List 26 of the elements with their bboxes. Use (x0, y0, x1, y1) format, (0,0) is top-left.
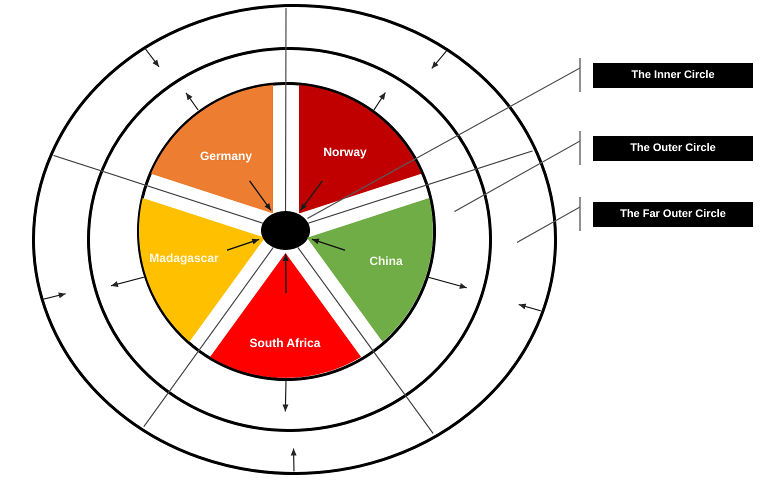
country-name: Germany (200, 150, 252, 162)
arrow (144, 48, 160, 68)
circle-label: The Inner Circle (593, 63, 753, 88)
arrow (282, 254, 289, 293)
arrow (312, 238, 346, 251)
arrow (428, 276, 467, 289)
arrow (373, 92, 386, 110)
country-name: Norway (323, 146, 367, 158)
arrow (518, 304, 541, 312)
leader-line (307, 57, 581, 219)
arrow (110, 276, 144, 287)
arrow (249, 180, 272, 211)
country-name: Madagascar (149, 252, 219, 264)
arrow (282, 380, 288, 412)
country-name: China (369, 254, 403, 267)
arrow (43, 292, 66, 300)
arrow (431, 50, 447, 69)
circle-label: The Far Outer Circle (593, 202, 753, 227)
leader-line (454, 130, 581, 212)
arrow (226, 238, 260, 251)
country-name: South Africa (250, 336, 320, 349)
arrow (300, 180, 323, 211)
arrow (186, 92, 199, 110)
circle-label: The Outer Circle (593, 136, 753, 161)
arrow (290, 448, 297, 472)
leader-line (516, 196, 581, 243)
